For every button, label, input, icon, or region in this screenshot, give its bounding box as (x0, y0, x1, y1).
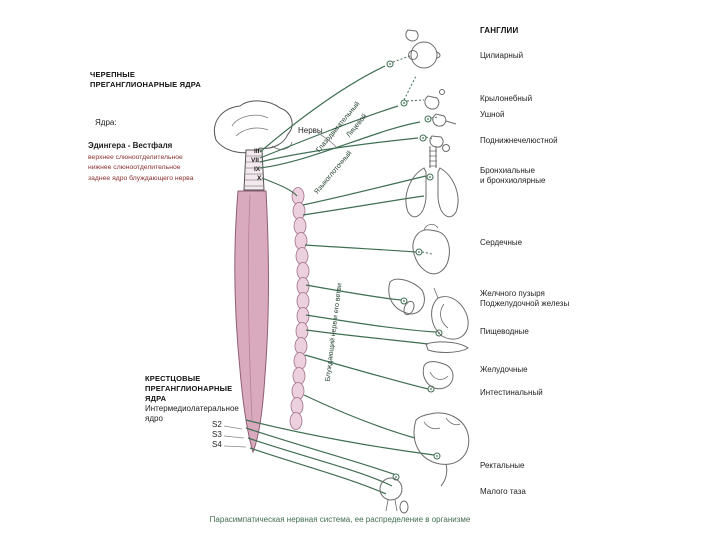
intestinal-ganglion-label: Интестинальный (480, 388, 543, 397)
dorsal-vagal-nucleus-label: заднее ядро блуждающего нерва (88, 175, 194, 182)
vagus-chain-drawing (289, 187, 310, 430)
inferior-salivatory-label: нижнее слюноотделительное (88, 164, 181, 171)
intermediolateral-label: Интермедиолатеральное ядро (145, 404, 239, 424)
pterygopalatine-ganglion-label: Крылонебный (480, 94, 533, 103)
cranial-nerve-x-label: X (257, 175, 262, 182)
esophageal-ganglia-label: Пищеводные (480, 327, 529, 336)
organ-drawings (379, 29, 470, 514)
nuclei-label: Ядра: (95, 118, 117, 127)
brainstem-drawing (243, 149, 265, 191)
gallbladder-pancreas-label: Желчного пузыря Поджелудочной железы (480, 289, 570, 309)
edinger-westphal-label: Эдингера - Вестфаля (88, 141, 173, 150)
cranial-nuclei-header: ЧЕРЕПНЫЕ ПРЕГАНГЛИОНАРНЫЕ ЯДРА (90, 70, 201, 89)
cranial-nerve-iii-label: III (254, 148, 260, 155)
nerve-paths (245, 55, 439, 495)
diagram-caption: Парасимпатическая нервная система, ее ра… (209, 515, 471, 524)
cranial-nerve-vii-label: VII (251, 157, 259, 164)
sacral-nuclei-header: КРЕСТЦОВЫЕ ПРЕГАНГЛИОНАРНЫЕ ЯДРА (145, 374, 233, 403)
rectal-ganglia-label: Ректальные (480, 461, 525, 470)
segment-s2-label: S2 (212, 420, 222, 429)
cardiac-ganglia-label: Сердечные (480, 238, 523, 247)
cranial-nerve-ix-label: IX (254, 166, 261, 173)
ganglia-header: ГАНГЛИИ (480, 26, 519, 35)
ciliary-ganglion-label: Цилиарный (480, 51, 524, 60)
otic-ganglion-label: Ушной (480, 110, 505, 119)
bronchial-ganglia-label: Бронхиальные и бронхиолярные (480, 166, 546, 186)
gastric-ganglia-label: Желудочные (480, 365, 528, 374)
superior-salivatory-label: верхнее слюноотделительное (88, 154, 183, 161)
brain-drawing (214, 100, 293, 154)
segment-s4-label: S4 (212, 440, 222, 449)
pelvic-ganglia-label: Малого таза (480, 487, 526, 496)
spinal-cord-drawing (234, 190, 269, 454)
submandibular-ganglion-label: Поднижнечелюстной (480, 136, 558, 145)
segment-s3-label: S3 (212, 430, 222, 439)
nerves-label: Нервы (298, 126, 323, 135)
reference-ticks (223, 132, 337, 448)
